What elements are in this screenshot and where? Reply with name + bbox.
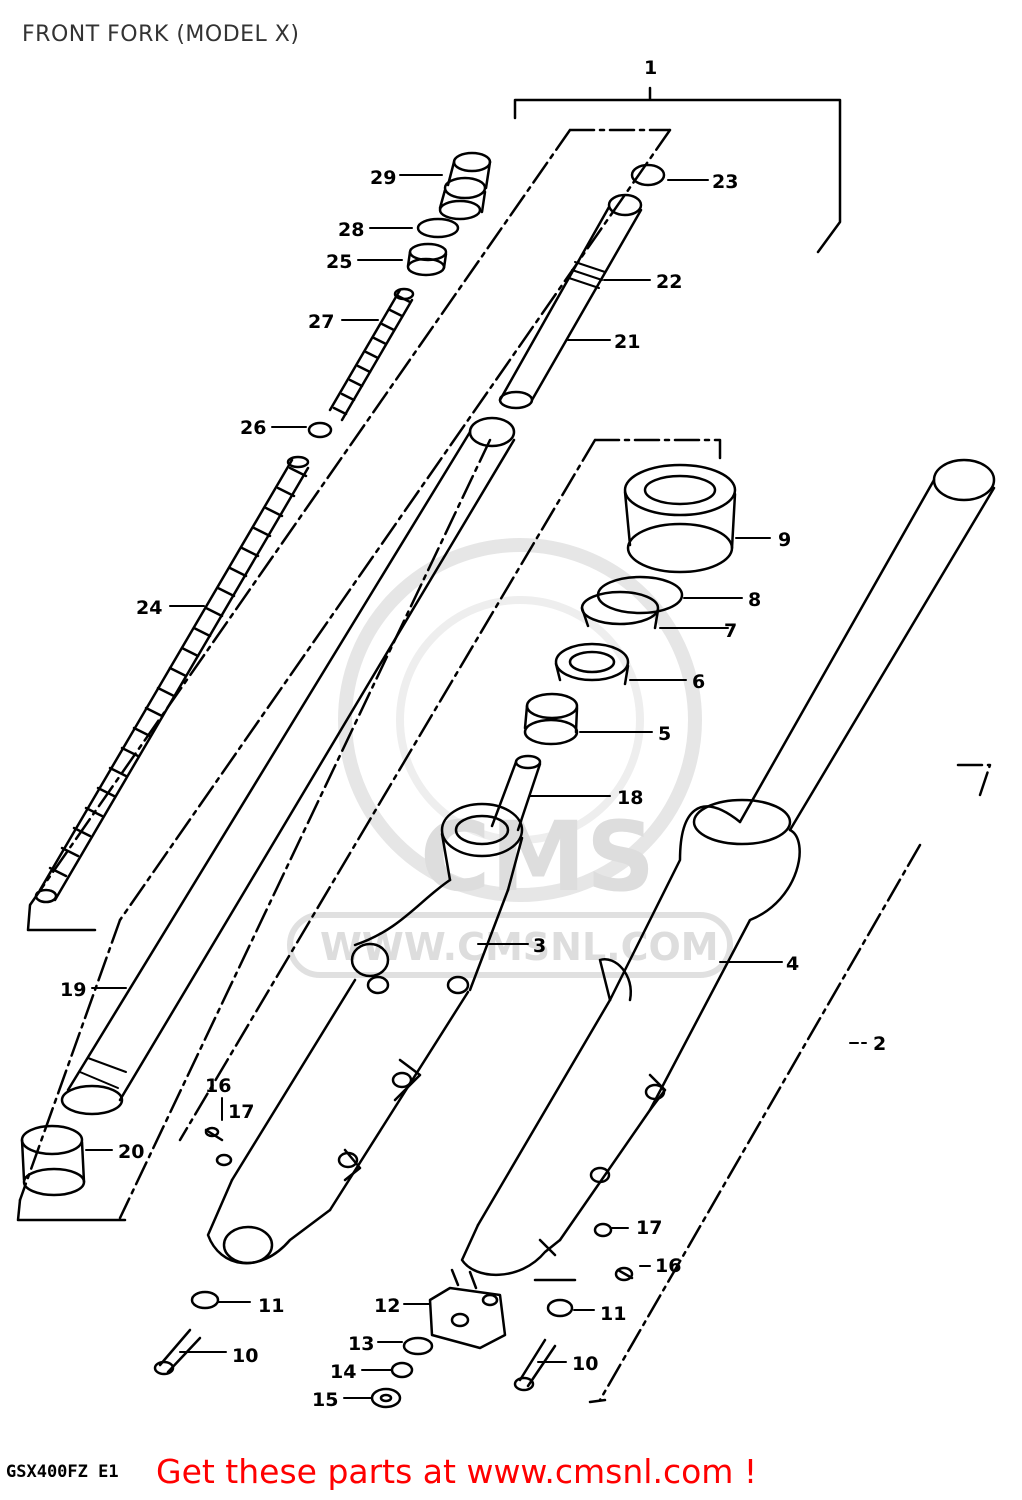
callout-22: 22 — [656, 271, 682, 293]
washer-13 — [402, 1336, 434, 1356]
cap-bolt — [438, 151, 492, 221]
main-fork-spring — [34, 455, 310, 904]
callout-23: 23 — [712, 171, 738, 193]
callout-27: 27 — [308, 311, 334, 333]
slide-bushing — [20, 1124, 86, 1197]
frame-outer-right — [598, 763, 992, 1402]
frame-seal-group — [178, 438, 722, 1142]
inner-tube — [60, 416, 516, 1116]
callout-3: 3 — [533, 935, 546, 957]
damper-rod — [498, 193, 643, 410]
dust-seal-9 — [623, 463, 737, 574]
callout-11-left: 11 — [258, 1295, 284, 1317]
damper-cap — [630, 163, 666, 187]
washer-17-left — [215, 1153, 233, 1167]
washer-17-right — [593, 1222, 613, 1238]
washer-7 — [580, 590, 660, 630]
bracket-assembly-1 — [513, 86, 842, 254]
callout-29: 29 — [370, 167, 396, 189]
callout-17-right: 17 — [636, 1217, 662, 1239]
o-ring — [416, 217, 460, 239]
callout-12: 12 — [374, 1295, 400, 1317]
callout-1: 1 — [644, 57, 657, 79]
callout-13: 13 — [348, 1333, 374, 1355]
model-code: GSX400FZ E1 — [6, 1462, 119, 1482]
callout-21: 21 — [614, 331, 640, 353]
callout-2: 2 — [873, 1033, 886, 1055]
outer-tube-right — [450, 458, 996, 1290]
nut-15 — [370, 1387, 402, 1409]
watermark-url: WWW.CMSNL.COM — [320, 925, 719, 969]
oil-lock-piece — [490, 754, 542, 832]
callout-10-left: 10 — [232, 1345, 258, 1367]
callout-labels: 1 2 3 4 5 6 7 8 9 10 10 11 11 12 13 14 1… — [60, 57, 886, 1411]
washer-11-right — [546, 1298, 574, 1318]
callout-9: 9 — [778, 529, 791, 551]
callout-17-left: 17 — [228, 1101, 254, 1123]
bolt-16-left — [204, 1126, 224, 1142]
callout-24: 24 — [136, 597, 162, 619]
bolt-16-right — [614, 1266, 634, 1282]
oil-seal-6 — [554, 642, 630, 686]
page-title: FRONT FORK (MODEL X) — [22, 22, 300, 47]
callout-4: 4 — [786, 953, 799, 975]
callout-14: 14 — [330, 1361, 356, 1383]
washer-26 — [307, 421, 333, 439]
washer-11-left — [190, 1290, 220, 1310]
callout-11-right: 11 — [600, 1303, 626, 1325]
outer-tube-left — [206, 802, 524, 1265]
callout-25: 25 — [326, 251, 352, 273]
bolt-10-left — [153, 1328, 202, 1376]
short-spring — [328, 287, 415, 422]
callout-15: 15 — [312, 1389, 338, 1411]
callout-16-left: 16 — [205, 1075, 231, 1097]
callout-20: 20 — [118, 1141, 144, 1163]
callout-18: 18 — [617, 787, 643, 809]
watermark-brand: CMS — [420, 801, 655, 913]
guide-5 — [523, 692, 579, 746]
callout-28: 28 — [338, 219, 364, 241]
callout-10-right: 10 — [572, 1353, 598, 1375]
callout-16-right: 16 — [655, 1255, 681, 1277]
callout-5: 5 — [658, 723, 671, 745]
washer-14 — [390, 1361, 414, 1379]
callout-26: 26 — [240, 417, 266, 439]
bolt-10-right — [513, 1338, 557, 1392]
callout-19: 19 — [60, 979, 86, 1001]
callout-8: 8 — [748, 589, 761, 611]
callout-7: 7 — [724, 620, 737, 642]
spacer-25 — [406, 242, 448, 277]
footer-link-text[interactable]: Get these parts at www.cmsnl.com ! — [156, 1452, 758, 1491]
axle-holder-12 — [428, 1286, 507, 1350]
callout-6: 6 — [692, 671, 705, 693]
leader-lines — [85, 174, 867, 1399]
